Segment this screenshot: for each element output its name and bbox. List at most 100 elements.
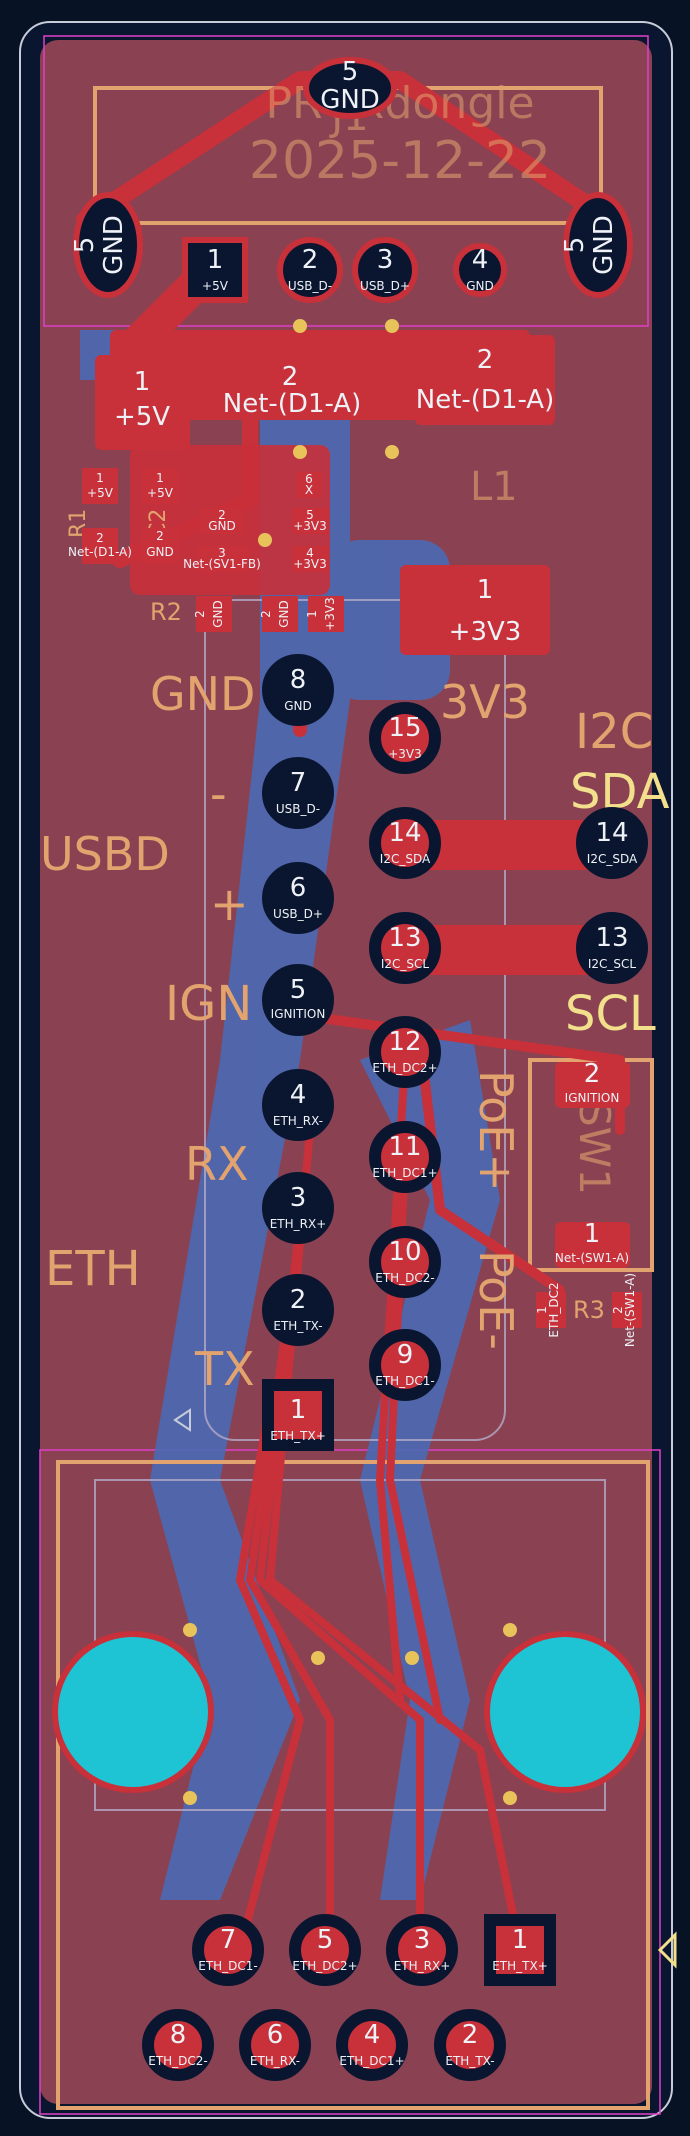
- svg-text:GND: GND: [320, 85, 380, 115]
- svg-text:ETH_DC2: ETH_DC2: [547, 1282, 561, 1337]
- svg-text:+5V: +5V: [87, 486, 114, 500]
- mount-hole-right: [484, 1631, 646, 1793]
- rj45-top-pads: 7 ETH_DC1- 5 ETH_DC2+ 3 ETH_RX+ 1 ETH_TX…: [192, 1914, 556, 1986]
- svg-text:5: 5: [70, 237, 100, 254]
- r1-pad-net: 2 Net-(D1-A): [68, 528, 132, 564]
- svg-text:ETH_DC2+: ETH_DC2+: [372, 1061, 437, 1075]
- svg-text:Net-(D1-A): Net-(D1-A): [416, 385, 554, 415]
- usb-courtyard: [43, 35, 649, 327]
- svg-text:Net-(SV1-FB): Net-(SV1-FB): [183, 557, 261, 571]
- usb-pad-gnd-top: 5 GND: [303, 57, 397, 119]
- svg-text:ETH_RX-: ETH_RX-: [273, 1114, 323, 1128]
- board-date: 2025-12-22: [249, 131, 551, 191]
- svg-text:ETH_RX+: ETH_RX+: [394, 1959, 451, 1973]
- svg-text:7: 7: [220, 1925, 237, 1955]
- svg-text:+3V3: +3V3: [388, 747, 422, 761]
- usb-pad-d-plus: 3 USB_D+: [352, 237, 418, 303]
- usb-shield-left: 5 GND: [70, 192, 143, 298]
- svg-text:6: 6: [305, 472, 313, 486]
- pin1-marker-left: [173, 1408, 191, 1432]
- svg-text:3: 3: [414, 1925, 431, 1955]
- svg-text:4: 4: [364, 2020, 381, 2050]
- r3-pad-1: 1 ETH_DC2: [535, 1282, 566, 1338]
- svg-text:ETH_TX-: ETH_TX-: [273, 1319, 322, 1333]
- svg-text:Net-(SW1-A): Net-(SW1-A): [623, 1273, 637, 1347]
- svg-text:1: 1: [535, 1306, 549, 1314]
- pin1-marker-right: [657, 1931, 677, 1969]
- svg-text:1: 1: [290, 1395, 307, 1425]
- i2c-pads: 14 I2C_SDA 13 I2C_SCL: [576, 807, 648, 984]
- rj45-courtyard: [39, 1449, 661, 2115]
- header-left-pads: 8 GND 7 USB_D- 6 USB_D+ 5 IGNITION 4 ETH…: [262, 654, 334, 1451]
- svg-text:GND: GND: [211, 600, 225, 628]
- header-pad-8: 8 GND: [262, 654, 334, 726]
- svg-text:ETH_DC1-: ETH_DC1-: [198, 1959, 258, 1973]
- i2c-pad-sda: 14 I2C_SDA: [576, 807, 648, 879]
- silk-gnd: GND: [150, 667, 255, 721]
- header-pad-15: 15 +3V3: [369, 702, 441, 774]
- silk-poe-minus: PoE-: [469, 1250, 523, 1350]
- svg-text:I2C_SDA: I2C_SDA: [587, 852, 638, 866]
- u1-pad-gnd: 2 GND: [200, 508, 244, 534]
- header-pad-1: 1 ETH_TX+: [262, 1379, 334, 1451]
- small-smd-pads: 1 +5V 2 Net-(D1-A) 1 +5V 2 GND 2 GND 3 N…: [68, 468, 344, 632]
- rj45-mount-holes: [52, 1631, 646, 1793]
- c-pad-gnd-a: 2 GND: [259, 596, 298, 632]
- svg-text:5: 5: [560, 237, 590, 254]
- svg-text:GND: GND: [277, 600, 291, 628]
- svg-text:Net-(D1-A): Net-(D1-A): [68, 545, 132, 559]
- svg-text:4: 4: [472, 245, 489, 275]
- svg-text:2: 2: [218, 508, 226, 522]
- svg-text:ETH_DC1+: ETH_DC1+: [339, 2054, 404, 2068]
- svg-text:4: 4: [306, 546, 314, 560]
- rj45-pad-1: 1 ETH_TX+: [484, 1914, 556, 1986]
- svg-text:9: 9: [397, 1340, 414, 1370]
- u1-pad-3v3-5: 5 +3V3: [292, 508, 328, 534]
- header-pad-6: 6 USB_D+: [262, 862, 334, 934]
- rj45-pad-3: 3 ETH_RX+: [386, 1914, 458, 1986]
- svg-text:+5V: +5V: [114, 402, 170, 432]
- silk-tx: TX: [194, 1342, 255, 1396]
- silk-eth: ETH: [45, 1241, 141, 1297]
- svg-text:2: 2: [611, 1306, 625, 1314]
- svg-text:14: 14: [388, 818, 421, 848]
- svg-text:+3V3: +3V3: [323, 597, 337, 631]
- rj45-pad-4: 4 ETH_DC1+: [336, 2009, 408, 2081]
- svg-text:5: 5: [317, 1925, 334, 1955]
- svg-text:+5V: +5V: [202, 279, 229, 293]
- usb-pad-gnd: 4 GND: [453, 243, 507, 297]
- svg-text:13: 13: [388, 923, 421, 953]
- rj45-pad-6: 6 ETH_RX-: [239, 2009, 311, 2081]
- usb-shield-right: 5 GND: [560, 192, 633, 298]
- i2c-pad-scl: 13 I2C_SCL: [576, 912, 648, 984]
- svg-text:1: 1: [134, 367, 151, 397]
- svg-text:I2C_SDA: I2C_SDA: [380, 852, 431, 866]
- u1-pad-x: 6 X: [296, 472, 322, 498]
- svg-text:ETH_DC2-: ETH_DC2-: [148, 2054, 208, 2068]
- rj45-pad-5: 5 ETH_DC2+: [289, 1914, 361, 1986]
- svg-text:2: 2: [96, 531, 104, 545]
- svg-text:1: 1: [305, 610, 319, 618]
- inductor-pad-net-d1a: 2 Net-(D1-A): [415, 335, 555, 425]
- svg-text:ETH_RX+: ETH_RX+: [270, 1217, 327, 1231]
- usb-pad-5v: 1 +5V: [182, 237, 248, 303]
- svg-text:2: 2: [259, 610, 273, 618]
- svg-text:ETH_DC1+: ETH_DC1+: [372, 1166, 437, 1180]
- svg-text:7: 7: [290, 768, 307, 798]
- inductor-pad-3v3: 1 +3V3: [449, 575, 522, 647]
- svg-text:IGNITION: IGNITION: [565, 1091, 620, 1105]
- svg-text:2: 2: [462, 2020, 479, 2050]
- svg-text:GND: GND: [466, 279, 494, 293]
- header-pad-7: 7 USB_D-: [262, 757, 334, 829]
- header-right-pads: 15 +3V3 14 I2C_SDA 13 I2C_SCL 12 ETH_DC2…: [369, 702, 441, 1401]
- svg-text:Net-(D1-A): Net-(D1-A): [223, 389, 361, 419]
- power-pads: 1 +5V 2 Net-(D1-A) 2 Net-(D1-A) 1 +3V3: [95, 335, 555, 647]
- switch-ref: SW1: [570, 1100, 619, 1195]
- svg-text:USB_D+: USB_D+: [273, 907, 323, 921]
- svg-text:5: 5: [342, 57, 359, 87]
- svg-text:1: 1: [477, 575, 494, 605]
- svg-text:+3V3: +3V3: [293, 519, 327, 533]
- header-pad-12: 12 ETH_DC2+: [369, 1016, 441, 1088]
- header-pad-13: 13 I2C_SCL: [369, 912, 441, 984]
- svg-text:6: 6: [290, 873, 307, 903]
